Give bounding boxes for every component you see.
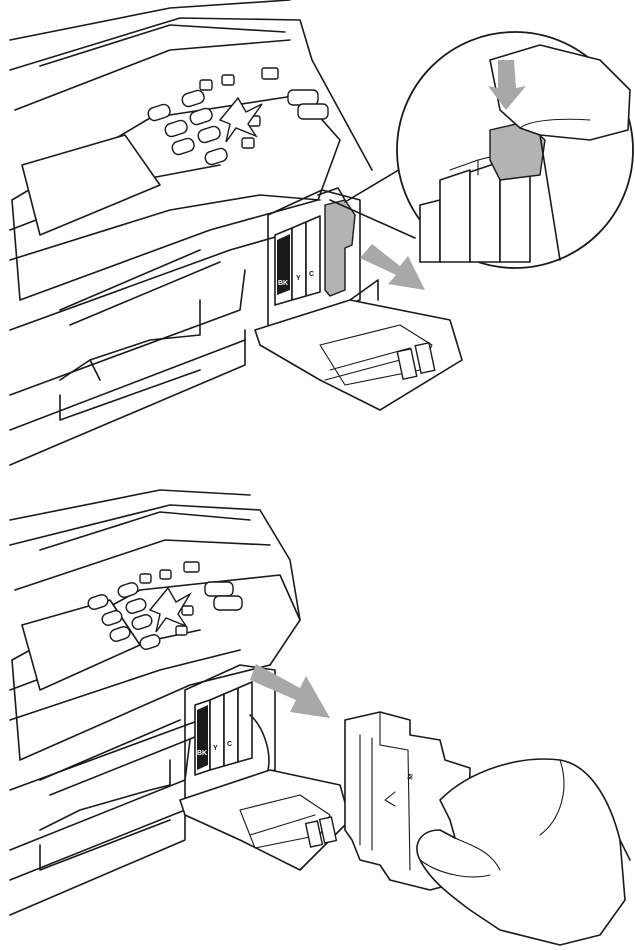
label-cyan: C xyxy=(309,271,314,278)
compartment-cover-2 xyxy=(179,769,351,871)
highlighted-cartridge xyxy=(324,199,356,297)
label-black-2: BK xyxy=(197,750,207,757)
compartment-cover xyxy=(254,299,463,411)
label-yellow-2: Y xyxy=(213,745,218,752)
label-yellow: Y xyxy=(296,275,301,282)
control-panel-buttons-2 xyxy=(87,561,243,650)
diagonal-arrow-icon xyxy=(360,244,425,290)
panel-release-cartridge: BK Y C xyxy=(9,0,634,466)
navigation-pad xyxy=(218,96,263,143)
printer-body-bottom xyxy=(9,489,301,916)
printer-body-top xyxy=(9,0,373,466)
navigation-pad-2 xyxy=(148,586,192,633)
finger xyxy=(489,44,631,141)
down-arrow-icon xyxy=(488,60,526,110)
insert-arrow-icon xyxy=(250,664,330,718)
control-panel-buttons xyxy=(147,67,329,166)
ink-compartment: BK Y C xyxy=(254,187,463,411)
lcd-screen xyxy=(21,134,161,236)
panel-insert-cartridge: BK Y C M xyxy=(9,489,631,946)
label-black: BK xyxy=(278,280,288,287)
ink-compartment-2: BK Y C xyxy=(179,664,351,871)
hand xyxy=(416,758,631,946)
zoom-detail-circle xyxy=(329,31,634,269)
cartridge-label-text: M xyxy=(407,773,415,780)
label-cyan-2: C xyxy=(227,741,232,748)
